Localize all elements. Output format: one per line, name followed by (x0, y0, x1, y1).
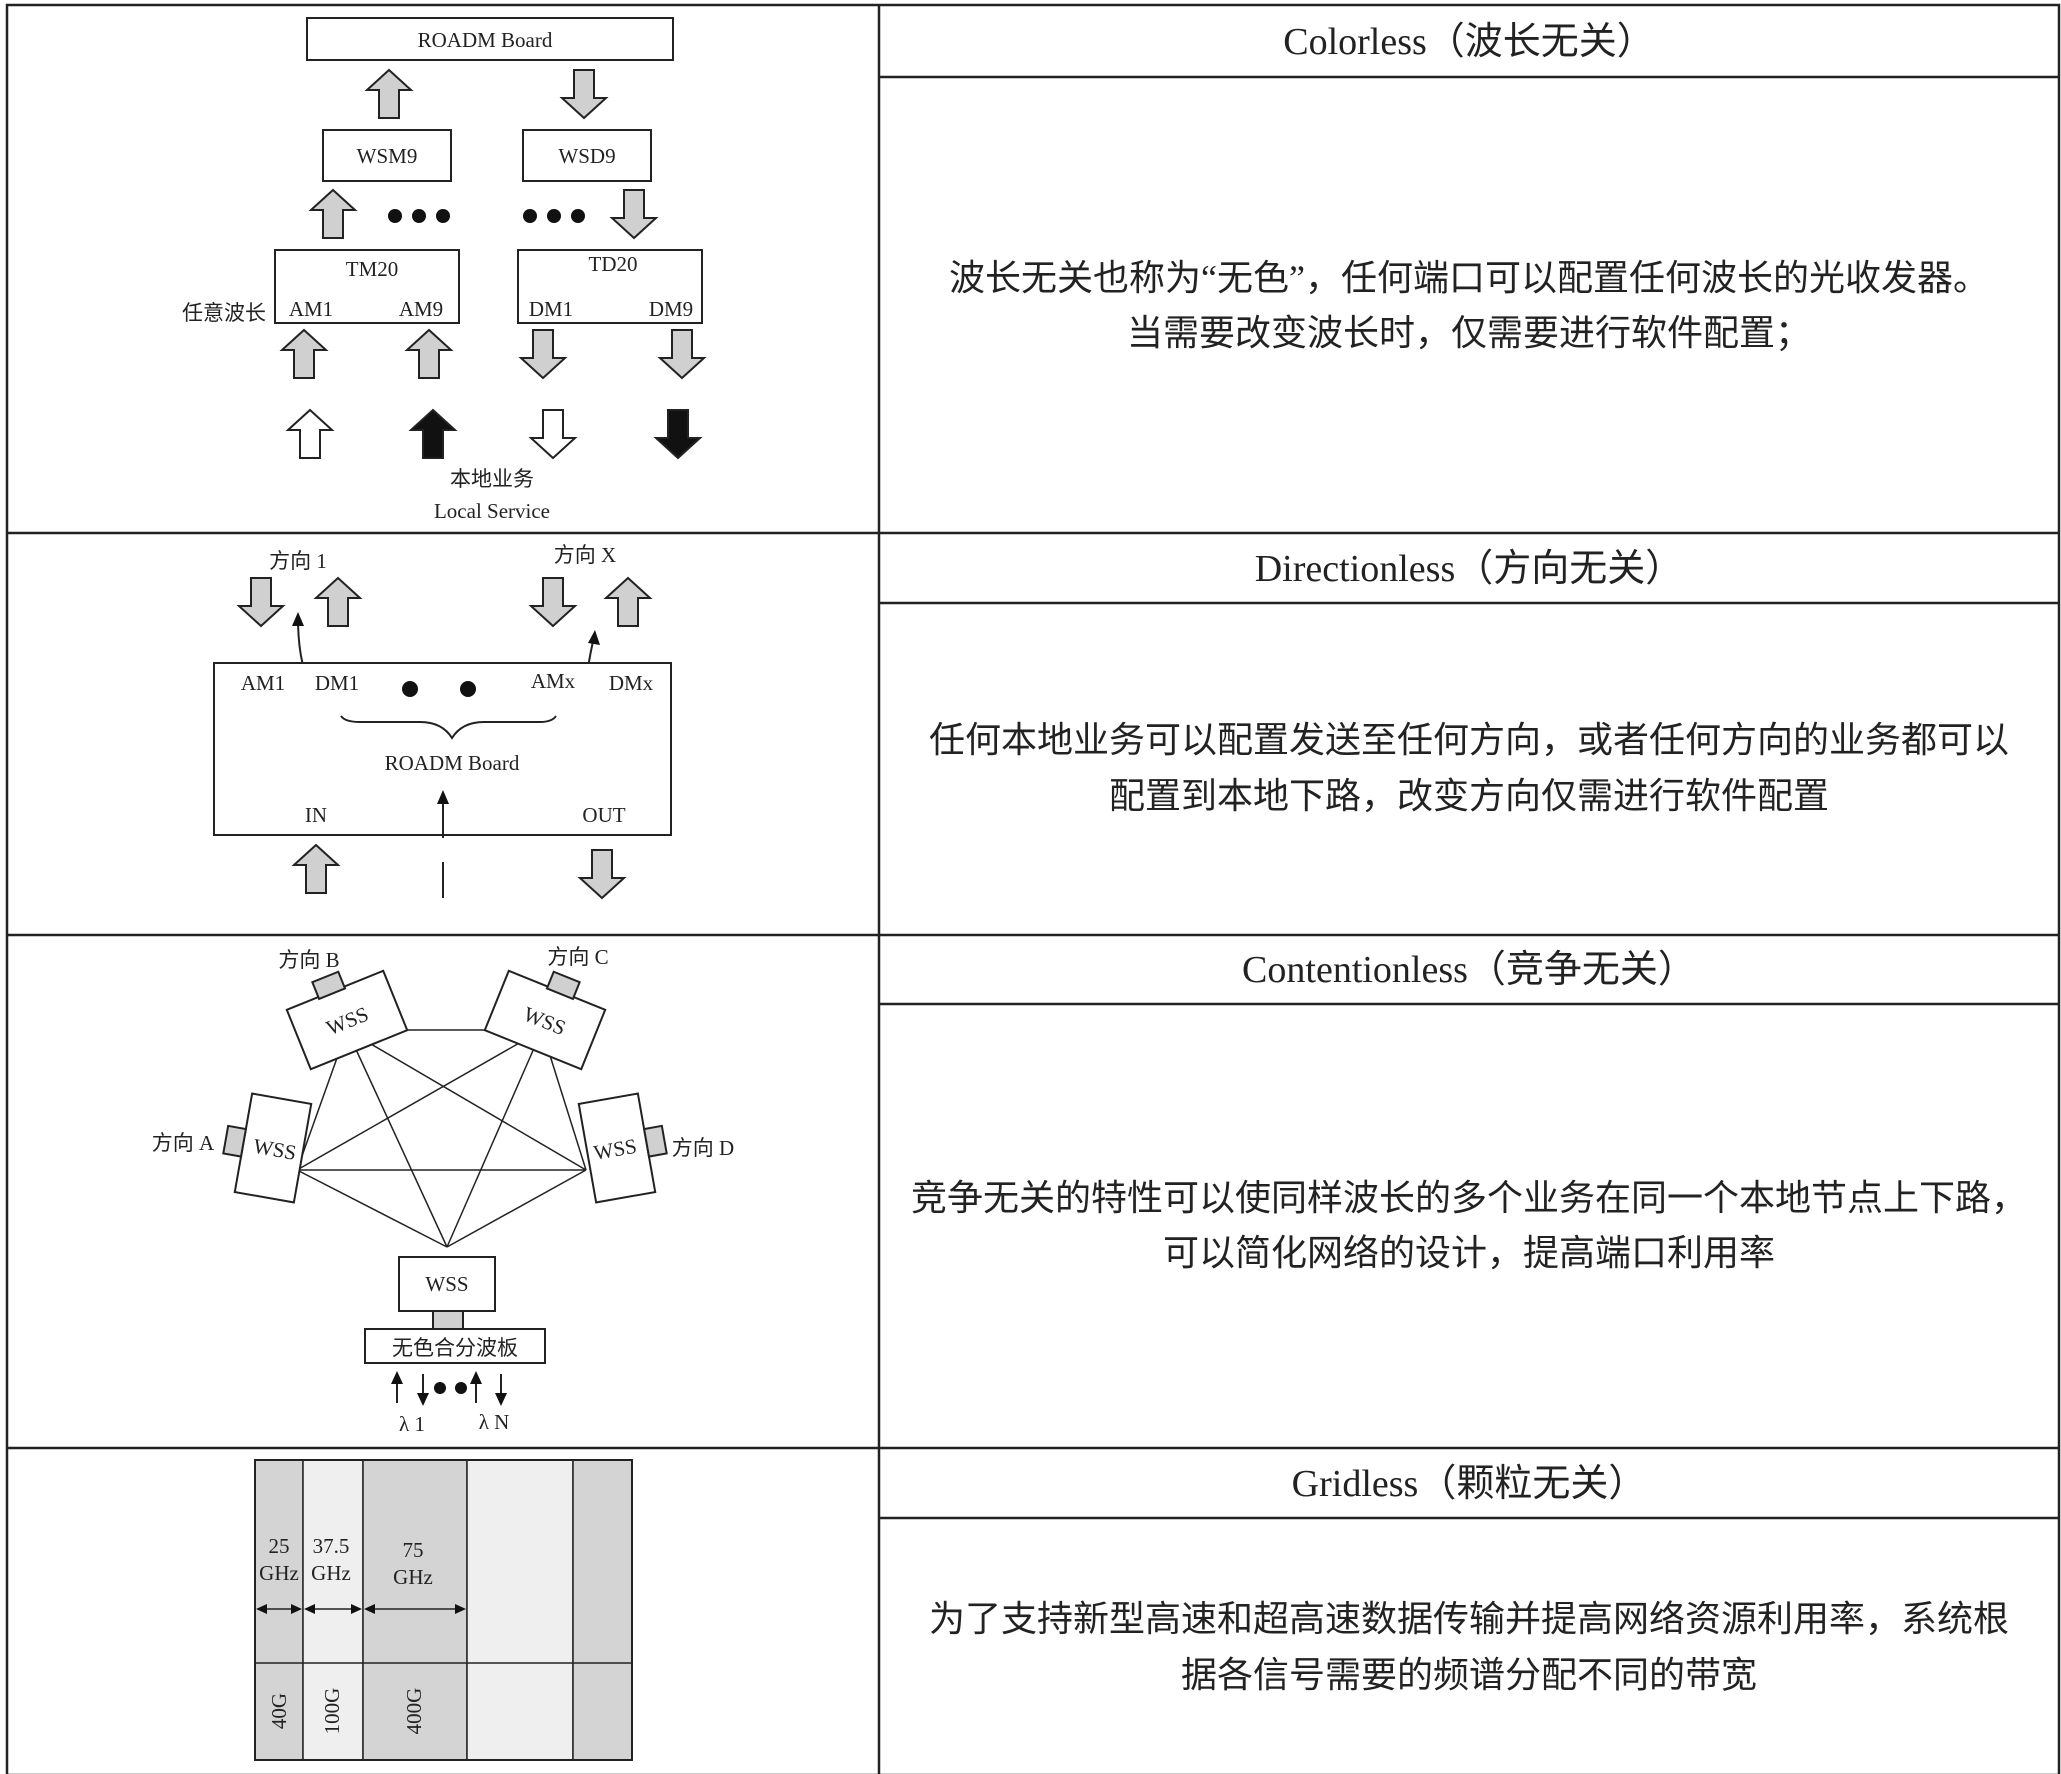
local-service-en-label: Local Service (434, 499, 550, 523)
bw-25-unit: GHz (259, 1561, 299, 1585)
wsm9-box (322, 129, 452, 182)
tm20-label: TM20 (346, 257, 399, 281)
roadm-board-box (306, 17, 674, 61)
direction-1-label: 方向 1 (269, 549, 327, 573)
ellipsis-dots-right (523, 209, 585, 223)
gridless-title: Gridless（颗粒无关） (1292, 1463, 1647, 1505)
dirx-down-arrow (530, 577, 576, 627)
lambda-n-label: λ N (479, 1410, 510, 1434)
wss-b: WSS (285, 969, 409, 1071)
local-down-arrow-white (530, 409, 576, 459)
td20-label: TD20 (589, 252, 638, 276)
directionless-diagram: 方向 1 方向 X AM1 DM1 AMx DMx ROADM Board IN… (213, 543, 672, 899)
board-dots (402, 681, 476, 697)
out-label: OUT (582, 803, 625, 827)
dm1-down-arrow (520, 329, 566, 379)
dir1-up-arrow (315, 577, 361, 627)
local-down-arrow-black (655, 409, 701, 459)
colorless-title: Colorless（波长无关） (1283, 21, 1655, 63)
direction-c-label: 方向 C (547, 945, 608, 969)
colorless-desc-line2: 当需要改变波长时，仅需要进行软件配置； (1127, 313, 1811, 353)
bw-75-label: 75 (403, 1538, 424, 1562)
am1-up-arrow (281, 329, 327, 379)
rate-400g-label: 400G (402, 1688, 426, 1735)
roadm-board-label: ROADM Board (418, 28, 553, 52)
wsm9-label: WSM9 (357, 144, 418, 168)
contentionless-diagram: WSS WSS WSS WSS WSS 方向 B 方向 C 方向 A 方向 D … (152, 945, 734, 1436)
directionless-desc-line1: 任何本地业务可以配置发送至任何方向，或者任何方向的业务都可以 (929, 720, 2009, 760)
wsm-up-arrow (366, 69, 412, 119)
in-up-arrow (293, 844, 339, 894)
out-down-arrow (579, 849, 625, 899)
dir1-down-arrow (238, 577, 284, 627)
dm9-down-arrow (659, 329, 705, 379)
gridless-desc-line1: 为了支持新型高速和超高速数据传输并提高网络资源利用率，系统根 (929, 1599, 2009, 1639)
direction-x-label: 方向 X (554, 543, 616, 567)
contentionless-desc-line1: 竞争无关的特性可以使同样波长的多个业务在同一个本地节点上下路， (911, 1178, 2027, 1218)
gridless-desc-line2: 据各信号需要的频谱分配不同的带宽 (1181, 1655, 1757, 1695)
brace-curve (340, 715, 557, 740)
tm20-box (274, 249, 460, 324)
row-colorless-text: Colorless（波长无关） 波长无关也称为“无色”，任何端口可以配置任何波长… (949, 21, 1989, 353)
dir-dmx-label: DMx (609, 671, 654, 695)
center-up-arrow (437, 790, 449, 838)
bw-37-label: 37.5 (313, 1534, 350, 1558)
rate-40g-label: 40G (267, 1693, 291, 1729)
dir-amx-label: AMx (531, 669, 576, 693)
gridless-diagram: 25 GHz 37.5 GHz 75 GHz 40G 100G 400G (254, 1459, 633, 1761)
lambda-arrows (391, 1371, 507, 1406)
wss-a: WSS (222, 1092, 313, 1204)
am9-up-arrow (406, 329, 452, 379)
row-contentionless-text: Contentionless（竞争无关） 竞争无关的特性可以使同样波长的多个业务… (911, 949, 2027, 1273)
mux-board-box (364, 1328, 546, 1364)
local-service-cn-label: 本地业务 (450, 467, 534, 491)
dir-dm1-label: DM1 (315, 671, 359, 695)
wsd9-box (522, 129, 652, 182)
bw-75-unit: GHz (393, 1565, 433, 1589)
wss-bottom: WSS (398, 1256, 496, 1330)
ellipsis-dots-left (388, 209, 450, 223)
dir-am1-label: AM1 (241, 671, 285, 695)
spectrum-grid-frame (254, 1459, 633, 1761)
wss-c: WSS (483, 969, 607, 1071)
bw-25-label: 25 (269, 1534, 290, 1558)
colorless-desc-line1: 波长无关也称为“无色”，任何端口可以配置任何波长的光收发器。 (949, 258, 1989, 298)
directionless-desc-line2: 配置到本地下路，改变方向仅需进行软件配置 (1109, 776, 1829, 816)
am9-label: AM9 (399, 297, 443, 321)
dirx-up-arrow (605, 577, 651, 627)
wss-d: WSS (577, 1092, 668, 1204)
tm-up-arrow (310, 189, 356, 239)
directionless-title: Directionless（方向无关） (1255, 548, 1684, 590)
wsd9-label: WSD9 (558, 144, 615, 168)
wsd-down-arrow (561, 69, 607, 119)
bw-37-unit: GHz (311, 1561, 351, 1585)
colorless-diagram: ROADM Board WSM9 WSD9 TM20 AM1 AM9 TD20 … (182, 17, 705, 523)
dm1-label: DM1 (529, 297, 573, 321)
td20-box (517, 249, 703, 324)
contentionless-desc-line2: 可以简化网络的设计，提高端口利用率 (1163, 1233, 1775, 1273)
mux-board-label: 无色合分波板 (392, 1336, 518, 1360)
row-directionless-text: Directionless（方向无关） 任何本地业务可以配置发送至任何方向，或者… (929, 548, 2009, 816)
td-down-arrow (611, 189, 657, 239)
lambda-1-label: λ 1 (399, 1412, 425, 1436)
row-gridless-text: Gridless（颗粒无关） 为了支持新型高速和超高速数据传输并提高网络资源利用… (929, 1463, 2009, 1695)
bandwidth-arrows (256, 1604, 466, 1614)
direction-a-label: 方向 A (152, 1131, 215, 1155)
wss-bottom-label: WSS (425, 1272, 468, 1296)
in-label: IN (305, 803, 327, 827)
dm9-label: DM9 (649, 297, 693, 321)
local-up-arrow-white (287, 409, 333, 459)
direction-d-label: 方向 D (672, 1136, 734, 1160)
contentionless-title: Contentionless（竞争无关） (1242, 949, 1696, 991)
roadm-board-2-label: ROADM Board (385, 751, 520, 775)
table-grid (5, 3, 2061, 1774)
rate-100g-label: 100G (320, 1688, 344, 1735)
local-up-arrow-black (410, 409, 456, 459)
mesh-lines (296, 1029, 587, 1248)
direction-b-label: 方向 B (278, 948, 339, 972)
am1-label: AM1 (289, 297, 333, 321)
any-wavelength-label: 任意波长 (182, 301, 266, 325)
